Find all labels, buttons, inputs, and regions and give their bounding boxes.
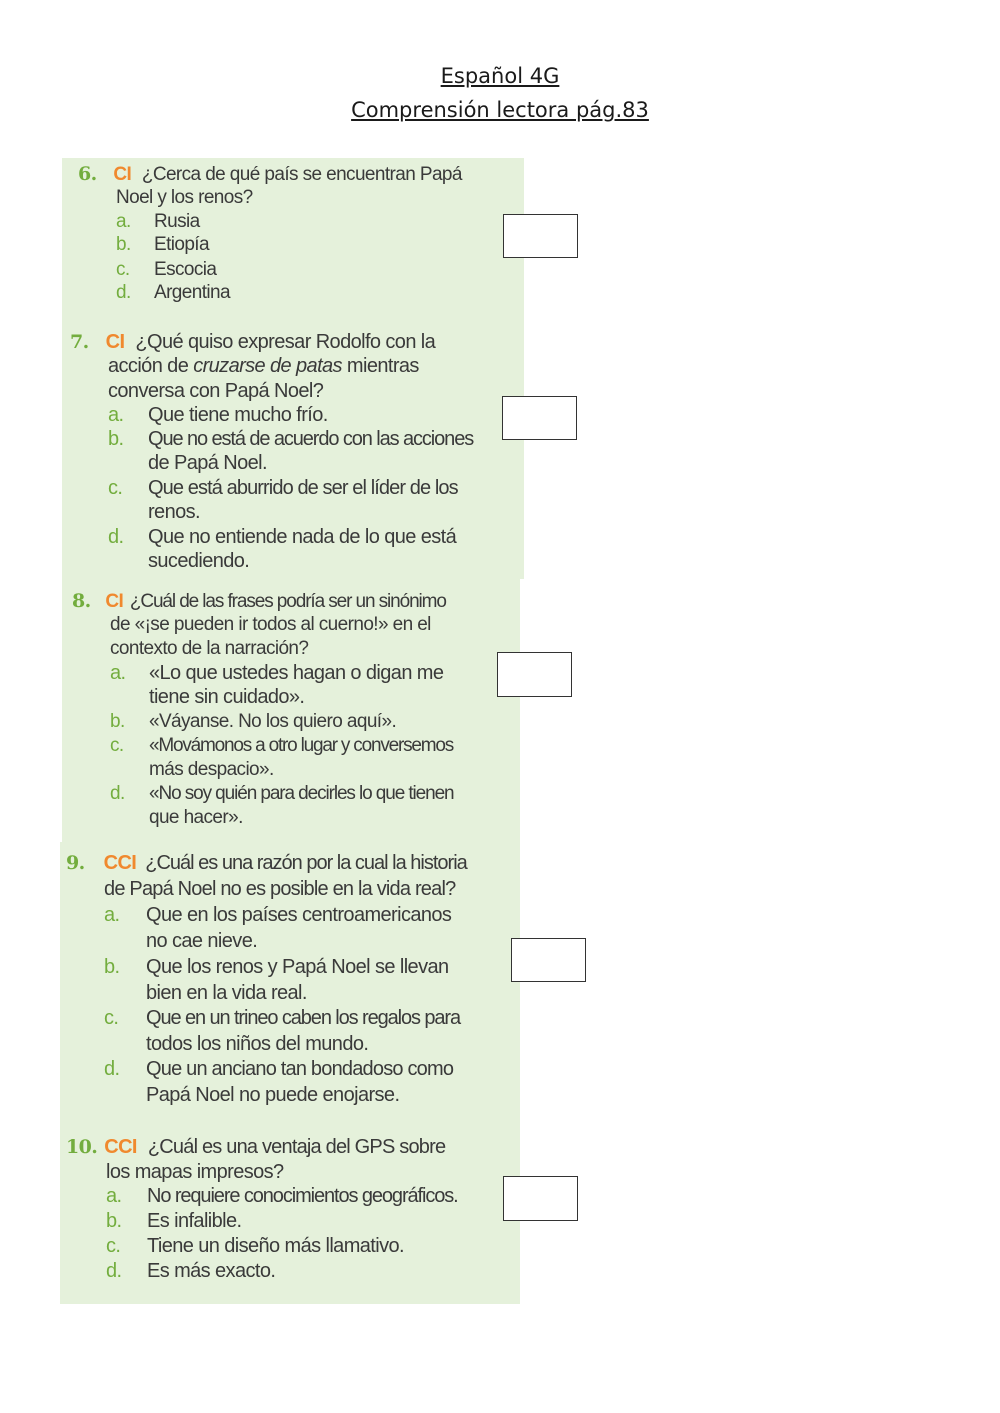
page-subtitle: Comprensión lectora pág.83: [351, 98, 649, 122]
question-panel-9-10: [60, 842, 520, 1304]
answer-box-10[interactable]: [503, 1176, 578, 1221]
option-letter: d.: [108, 526, 124, 548]
question-text-line: ¿Cerca de qué país se encuentran Papá: [141, 164, 463, 185]
question-text-line: los mapas impresos?: [106, 1161, 284, 1183]
question-text-line: ¿Cuál es una ventaja del GPS sobre: [147, 1136, 446, 1158]
question-panel-8: [62, 579, 520, 842]
question-text-line: de «¡se pueden ir todos al cuerno!» en e…: [110, 614, 431, 635]
option-text: Argentina: [154, 282, 231, 303]
answer-box-6[interactable]: [503, 214, 578, 258]
option-text: Que los renos y Papá Noel se llevan: [146, 956, 449, 978]
question-number: 7.: [70, 331, 89, 353]
answer-box-7[interactable]: [502, 396, 577, 440]
option-letter: c.: [104, 1007, 119, 1029]
option-letter: b.: [106, 1210, 122, 1232]
option-letter: a.: [116, 211, 131, 232]
option-text: Que no está de acuerdo con las acciones: [148, 428, 474, 450]
answer-box-8[interactable]: [497, 652, 572, 697]
question-text-line: ¿Cuál es una razón por la cual la histor…: [145, 852, 468, 874]
option-text: Es más exacto.: [147, 1260, 276, 1282]
question-number: 10.: [66, 1136, 98, 1158]
option-text: No requiere conocimientos geográficos.: [147, 1185, 459, 1207]
option-text: de Papá Noel.: [148, 452, 268, 474]
answer-box-9[interactable]: [511, 938, 586, 982]
option-letter: b.: [104, 956, 120, 978]
option-text: Que no entiende nada de lo que está: [148, 526, 457, 548]
question-text-line: acción de: [108, 355, 194, 377]
option-text: Que en los países centroamericanos: [146, 904, 452, 926]
question-number: 8.: [72, 590, 91, 612]
option-text: que hacer».: [149, 807, 243, 828]
option-letter: c.: [106, 1235, 121, 1257]
option-letter: d.: [110, 783, 125, 804]
option-text: Que está aburrido de ser el líder de los: [148, 477, 459, 499]
question-number: 9.: [66, 852, 85, 874]
option-letter: b.: [108, 428, 124, 450]
option-text: más despacio».: [149, 759, 274, 780]
question-text-line: ¿Qué quiso expresar Rodolfo con la: [135, 331, 436, 353]
option-letter: c.: [110, 735, 124, 756]
question-code: CI: [105, 331, 125, 353]
option-text: «Váyanse. No los quiero aquí».: [149, 711, 397, 732]
option-letter: d.: [104, 1058, 120, 1080]
option-text: Papá Noel no puede enojarse.: [146, 1084, 400, 1106]
question-code: CI: [105, 591, 124, 612]
option-text: «Movámonos a otro lugar y conversemos: [149, 735, 454, 756]
option-letter: b.: [116, 234, 131, 255]
option-text: Que un anciano tan bondadoso como: [146, 1058, 454, 1080]
option-text: Escocia: [154, 259, 217, 280]
option-text: bien en la vida real.: [146, 982, 307, 1004]
option-text: Etiopía: [154, 234, 210, 255]
question-text-line: ¿Cuál de las frases podría ser un sinóni…: [129, 591, 447, 612]
option-letter: a.: [110, 662, 126, 684]
question-number: 6.: [78, 163, 97, 185]
question-text-line: de Papá Noel no es posible en la vida re…: [104, 878, 456, 900]
option-text: Que en un trineo caben los regalos para: [146, 1007, 461, 1029]
option-text: no cae nieve.: [146, 930, 258, 952]
question-code: CCI: [104, 1136, 137, 1158]
question-panel-6-7: [62, 158, 524, 579]
question-text-italic: cruzarse de patas: [193, 355, 342, 377]
page-title: Español 4G: [440, 64, 560, 88]
option-text: Tiene un diseño más llamativo.: [147, 1235, 405, 1257]
option-text: todos los niños del mundo.: [146, 1033, 369, 1055]
option-text: Es infalible.: [147, 1210, 242, 1232]
question-code: CI: [113, 164, 132, 185]
option-text: Rusia: [154, 211, 200, 232]
question-text-line: Noel y los renos?: [116, 187, 253, 208]
option-letter: d.: [106, 1260, 122, 1282]
option-letter: c.: [116, 259, 130, 280]
option-text: «No soy quién para decirles lo que tiene…: [149, 783, 455, 804]
option-text: renos.: [148, 501, 201, 523]
question-code: CCI: [103, 852, 137, 874]
option-letter: a.: [104, 904, 120, 926]
option-text: sucediendo.: [148, 550, 250, 572]
option-letter: d.: [116, 282, 131, 303]
option-letter: c.: [108, 477, 123, 499]
option-letter: a.: [106, 1185, 122, 1207]
question-text-line: conversa con Papá Noel?: [108, 380, 324, 402]
question-text-line: mientras: [341, 355, 420, 377]
option-text: Que tiene mucho frío.: [148, 404, 328, 426]
option-letter: b.: [110, 711, 125, 732]
question-text-line: contexto de la narración?: [110, 638, 309, 659]
option-text: tiene sin cuidado».: [149, 686, 305, 708]
option-text: «Lo que ustedes hagan o digan me: [149, 662, 444, 684]
option-letter: a.: [108, 404, 124, 426]
